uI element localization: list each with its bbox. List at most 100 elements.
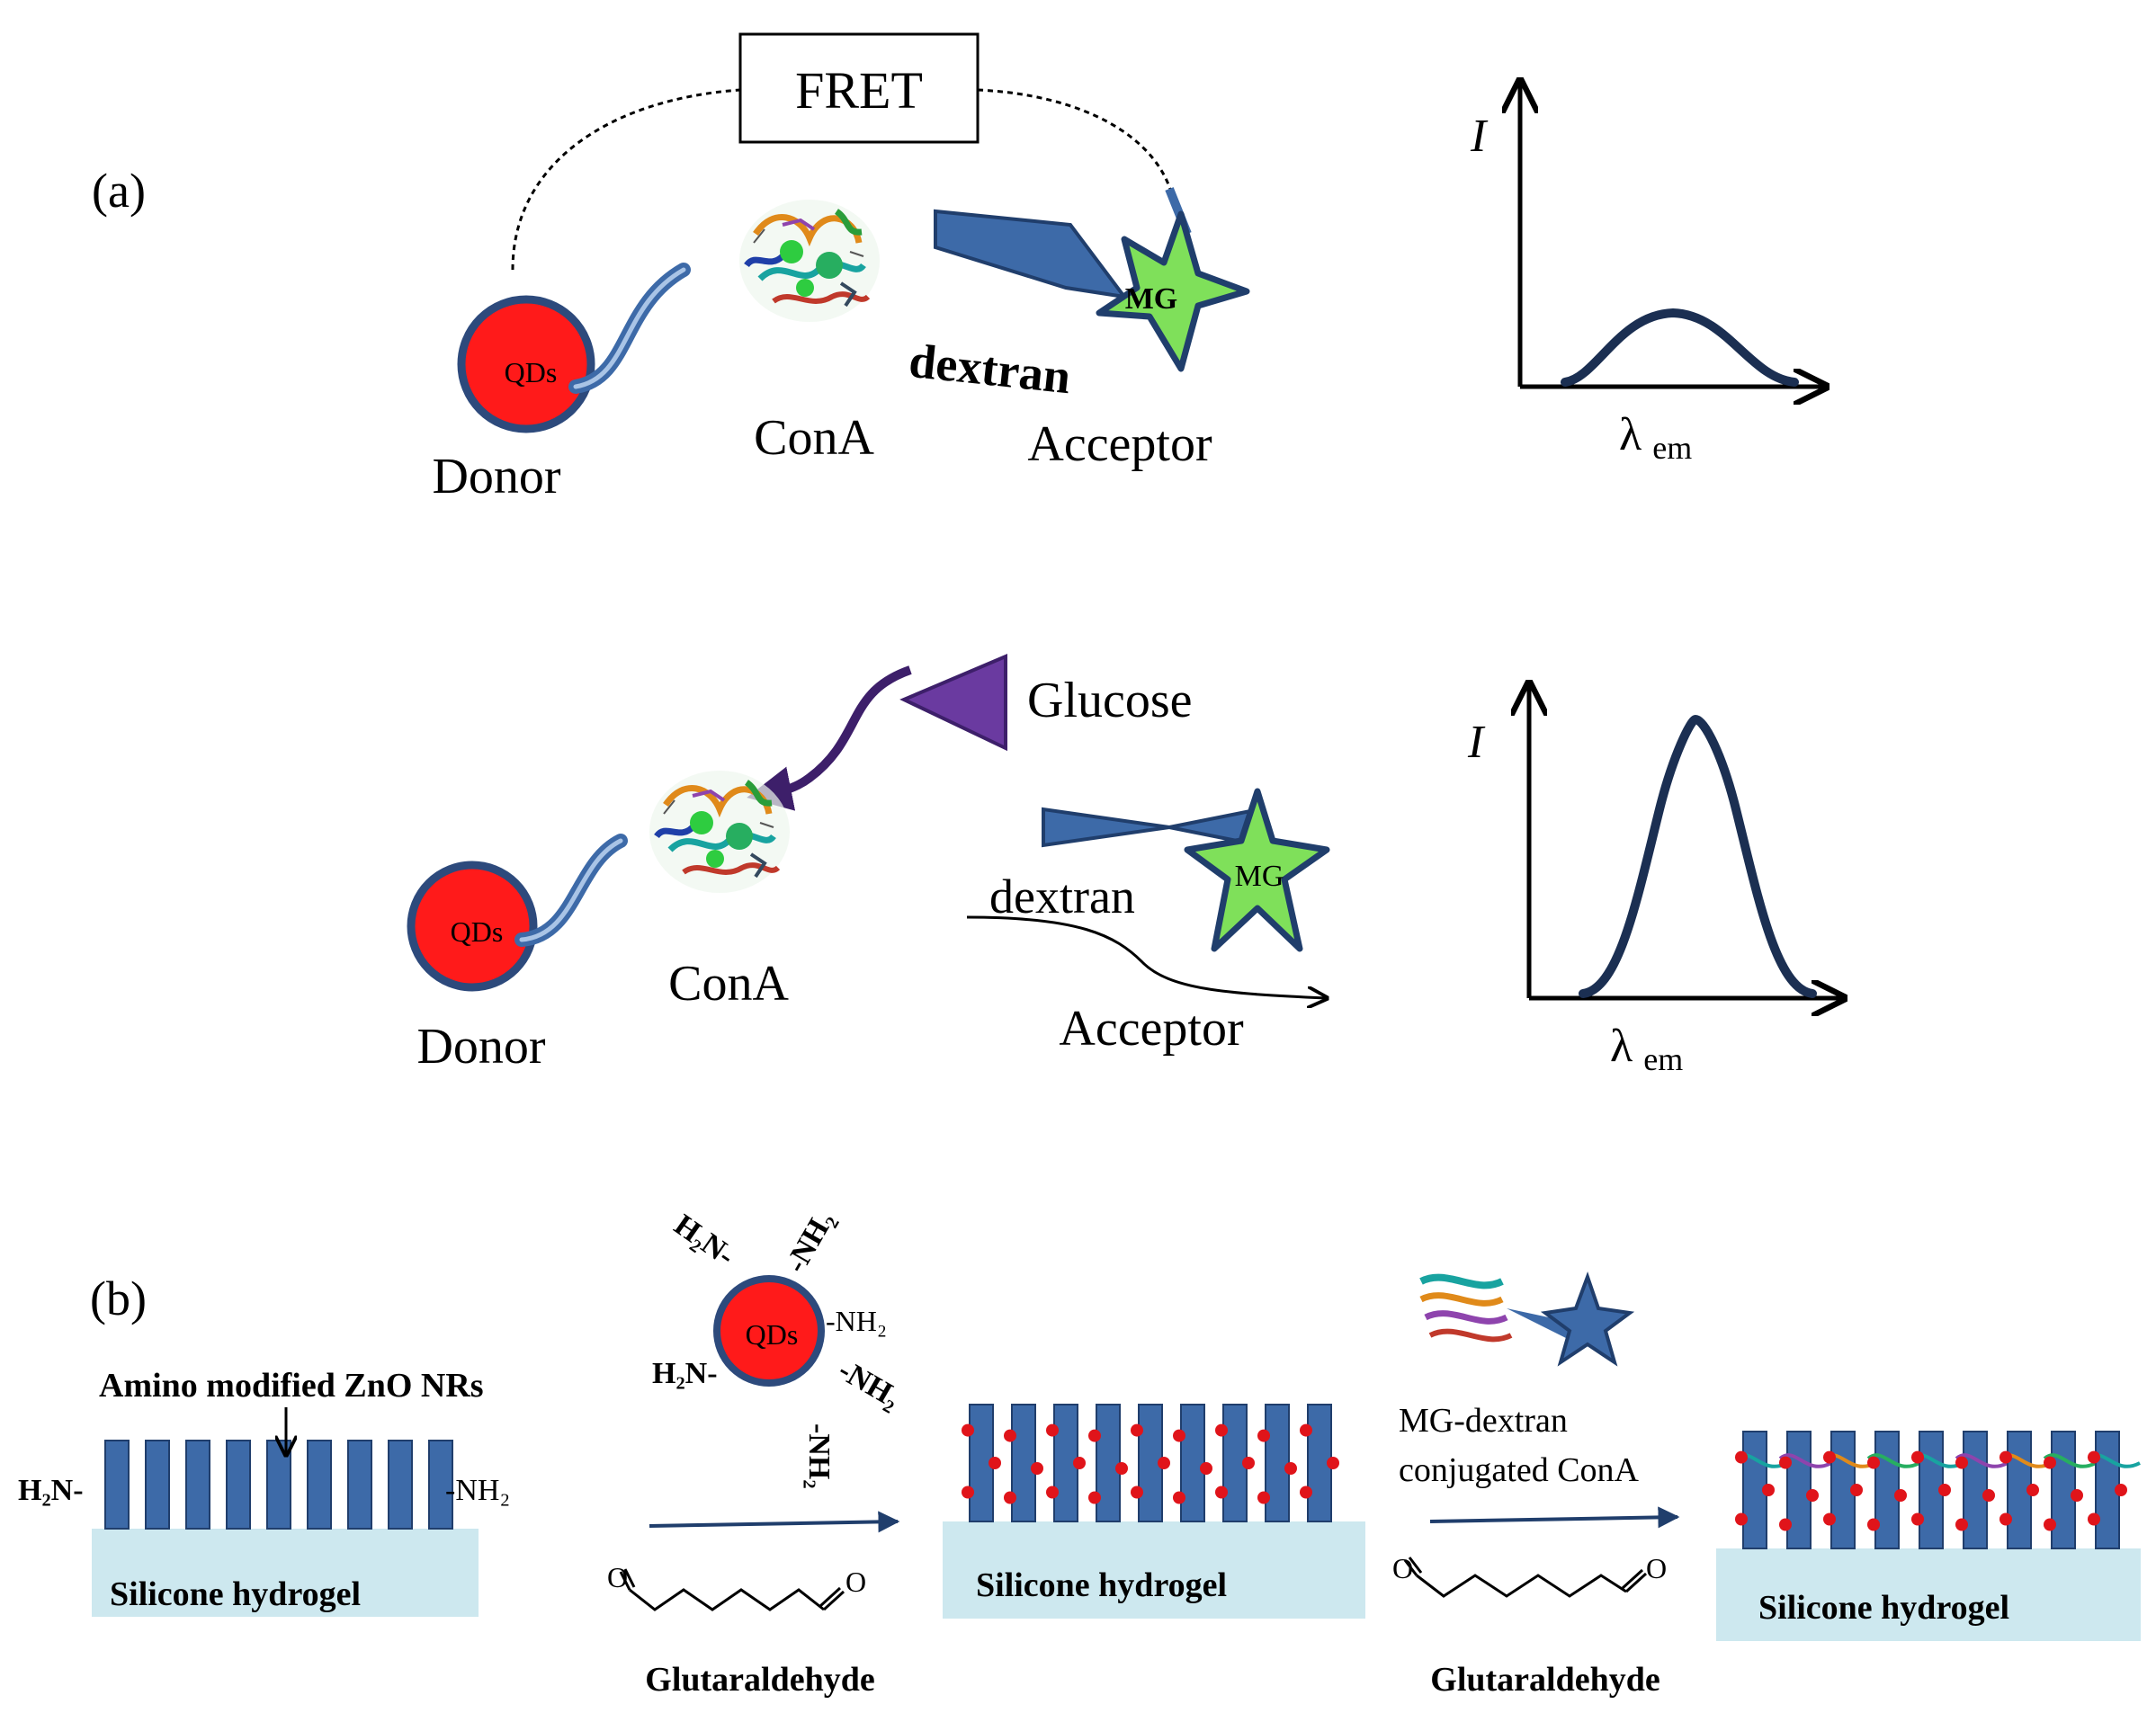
qd-dot [989, 1457, 1001, 1469]
qd-dot [1806, 1489, 1819, 1502]
qd-dot [962, 1423, 974, 1437]
spectrum-bottom-curve [1579, 714, 1817, 998]
qd-dot [1300, 1423, 1312, 1437]
nanorod [145, 1440, 170, 1530]
acceptor-label-bottom: Acceptor [1059, 1001, 1244, 1057]
nh2-right: -NH₂ [445, 1474, 510, 1507]
qd-donor-top [457, 295, 595, 433]
qd-dot [2026, 1484, 2039, 1496]
mg-label-bottom: MG [1235, 860, 1284, 893]
qd-dot [1242, 1457, 1255, 1469]
qd-dot [1735, 1512, 1748, 1526]
cona-label-top: ConA [754, 410, 874, 466]
qd-dot [1894, 1489, 1907, 1502]
qd-dot [1257, 1491, 1270, 1504]
fret-label: FRET [795, 61, 923, 120]
qd-dot [1200, 1462, 1212, 1475]
qd-dot [1982, 1489, 1995, 1502]
qd-dot [1955, 1456, 1968, 1469]
glutaraldehyde-structure-1 [619, 1568, 845, 1611]
cona-protein-top [739, 200, 880, 322]
bound-protein [1866, 1453, 1920, 1468]
qd-dot [1031, 1462, 1043, 1475]
mg-label-top: MG [1125, 282, 1178, 316]
qd-dot [2088, 1512, 2100, 1526]
nanorod [185, 1440, 210, 1530]
nanorod [226, 1440, 251, 1530]
substrate-1-label: Silicone hydrogel [110, 1575, 361, 1613]
glucose-triangle [899, 653, 1007, 752]
qd-dot [1257, 1429, 1270, 1442]
qd-group-2: -NH₂ [779, 1205, 840, 1278]
qd-dot [1911, 1512, 1924, 1526]
bound-protein [2043, 1453, 2097, 1468]
qd-dot [1823, 1512, 1836, 1526]
dextran-arrow-bottom [966, 915, 1327, 998]
nanorod [428, 1440, 453, 1530]
qd-dot [2115, 1484, 2127, 1496]
nanorod [388, 1440, 413, 1530]
qd-dot [1284, 1462, 1297, 1475]
qd-dot [1955, 1518, 1968, 1531]
substrate-1 [92, 1529, 479, 1617]
qd-dot [1938, 1484, 1951, 1496]
glutaraldehyde-structure-2 [1403, 1557, 1648, 1598]
qd-dot [1004, 1491, 1016, 1504]
qd-dot [962, 1486, 974, 1499]
oxygen-1b: O [845, 1566, 866, 1598]
qd-group-5: -NH₂ [802, 1423, 836, 1489]
glucose-label: Glucose [1027, 673, 1193, 728]
qd-dot [2044, 1518, 2056, 1531]
dextran-label-bottom: dextran [989, 870, 1135, 923]
dextran-bowtie-top [934, 209, 1129, 299]
qd-dot [1215, 1423, 1228, 1437]
fret-arc-left [511, 88, 741, 271]
qd-dot [1300, 1486, 1312, 1499]
bound-protein [1778, 1453, 1832, 1468]
reaction-arrow-2 [1429, 1506, 1680, 1529]
mg-star-top [1096, 210, 1250, 372]
nanorods-2 [962, 1404, 1339, 1522]
h2n-left: H₂N- [18, 1474, 84, 1507]
reagent-1-label: Glutaraldehyde [645, 1661, 874, 1699]
fret-arc-right [977, 88, 1176, 203]
qd-dot [1173, 1491, 1185, 1504]
substrate-2 [943, 1521, 1365, 1619]
nanorods-1 [104, 1440, 453, 1530]
qd-amine-label: QDs [746, 1318, 799, 1351]
spectrum-top-y-label: I [1470, 111, 1489, 162]
donor-label-top: Donor [432, 449, 560, 504]
nanorod [1096, 1404, 1121, 1522]
nanorod [307, 1440, 332, 1530]
qd-dot [1131, 1486, 1143, 1499]
qd-dot [1073, 1457, 1086, 1469]
qd-group-3: -NH₂ [826, 1305, 887, 1337]
nanorods-3 [1734, 1431, 2141, 1549]
cona-protein-bottom [649, 771, 790, 893]
qd-group-6: -NH₂ [833, 1353, 906, 1414]
qd-dot [1088, 1491, 1101, 1504]
nanorod [1011, 1404, 1036, 1522]
mg-star-bottom [1184, 788, 1330, 952]
qd-dot [1088, 1429, 1101, 1442]
panel-a-label: (a) [92, 164, 146, 218]
qd-dot [1327, 1457, 1339, 1469]
qd-dot [2088, 1450, 2100, 1464]
spectrum-top-curve [1561, 308, 1799, 387]
donor-label-bottom: Donor [416, 1019, 545, 1075]
acceptor-label-top: Acceptor [1027, 416, 1212, 472]
nanorod [1180, 1404, 1205, 1522]
qd-dot [1999, 1450, 2012, 1464]
qd-dot [2071, 1489, 2083, 1502]
nanorod [2051, 1431, 2076, 1549]
oxygen-2b: O [1646, 1552, 1667, 1584]
qd-dot [1115, 1462, 1128, 1475]
qd-amine [713, 1275, 825, 1387]
qd-dot [1215, 1486, 1228, 1499]
qd-dot [1735, 1450, 1748, 1464]
oxygen-1a: O [607, 1561, 628, 1593]
fret-box [738, 32, 980, 144]
qd-dot [1867, 1518, 1880, 1531]
